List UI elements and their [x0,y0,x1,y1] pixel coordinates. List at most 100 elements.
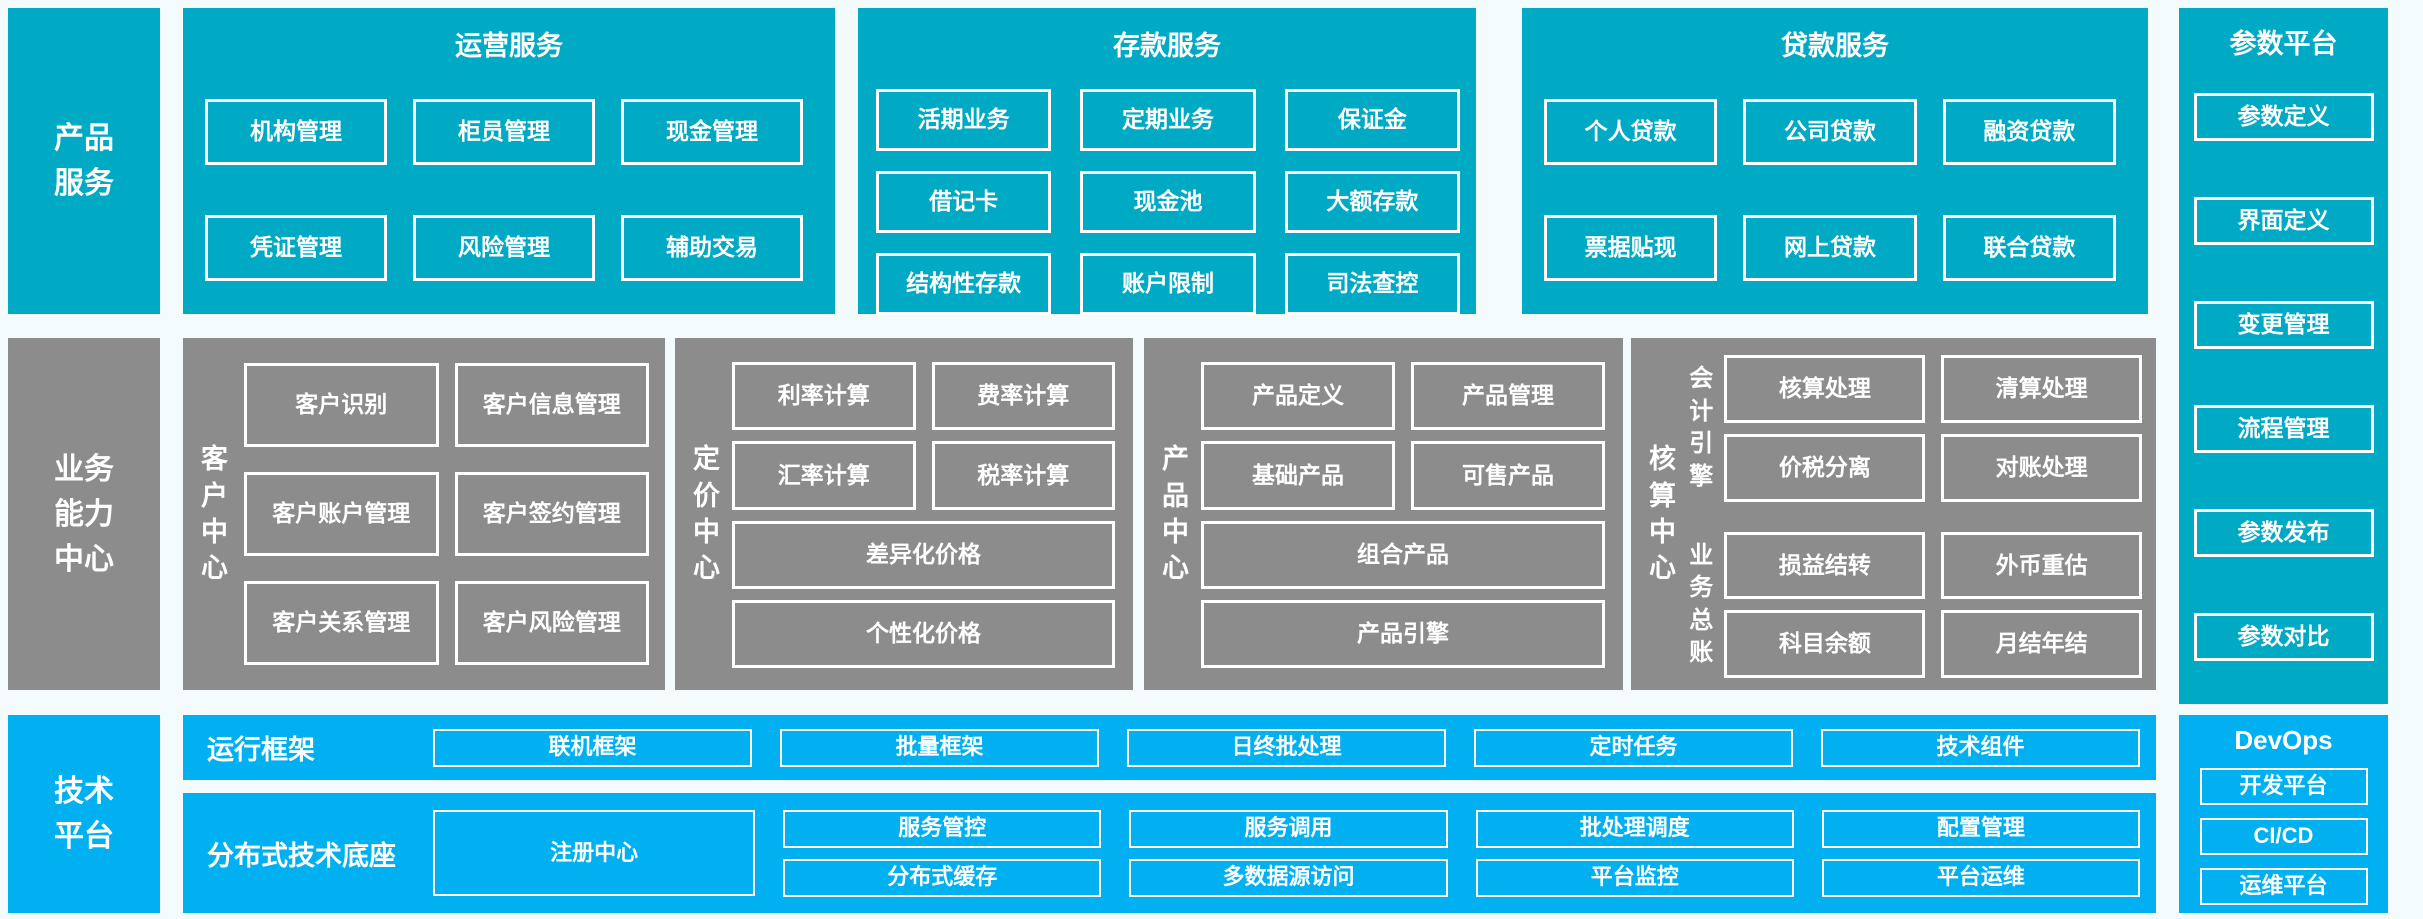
diagram-box-change-mgmt: 变更管理 [2193,301,2374,349]
diagram-box-personal-loan: 个人贷款 [1544,99,1718,165]
diagram-box-exchange-calc: 汇率计算 [732,441,916,510]
diagram-box-risk-mgmt: 风险管理 [413,215,595,281]
diagram-box-product-engine: 产品引擎 [1201,599,1605,668]
parameter-platform-stack: 参数定义 界面定义 变更管理 流程管理 参数发布 参数对比 [2179,93,2388,661]
diagram-box-distributed-cache: 分布式缓存 [783,858,1102,897]
distributed-column-3: 批处理调度 平台监控 [1475,809,1794,897]
diagram-box-bill-discount: 票据贴现 [1544,215,1718,281]
pricing-center-grid: 利率计算 费率计算 汇率计算 税率计算 差异化价格 个性化价格 [732,362,1115,668]
runtime-framework-items: 联机框架 批量框架 日终批处理 定时任务 技术组件 [433,728,2140,767]
accounting-engine-grid: 核算处理 清算处理 价税分离 对账处理 [1724,355,2142,502]
diagram-box-teller-mgmt: 柜员管理 [413,99,595,165]
distributed-column-1: 服务管控 分布式缓存 [783,809,1102,897]
diagram-box-customer-account-mgmt: 客户账户管理 [244,472,439,556]
diagram-box-product-definition: 产品定义 [1201,362,1396,431]
diagram-box-cash-mgmt: 现金管理 [621,99,803,165]
panel-accounting-center: 核算中心 会计引擎 核算处理 清算处理 价税分离 对账处理 业务总账 损益结转 … [1631,338,2156,690]
diagram-box-accounting-processing: 核算处理 [1724,355,1926,423]
diagram-box-scheduled-task: 定时任务 [1474,728,1793,767]
panel-runtime-framework: 运行框架 联机框架 批量框架 日终批处理 定时任务 技术组件 [183,715,2156,780]
diagram-box-multi-datasource-access: 多数据源访问 [1129,858,1448,897]
diagram-box-subject-balance: 科目余额 [1724,610,1926,678]
diagram-box-sellable-product: 可售产品 [1411,441,1605,510]
diagram-box-price-tax-separation: 价税分离 [1724,433,1926,502]
diagram-box-institution-mgmt: 机构管理 [205,99,387,165]
panel-operations-services: 运营服务 机构管理 柜员管理 现金管理 凭证管理 风险管理 辅助交易 [183,8,835,314]
diagram-box-time-deposit: 定期业务 [1080,89,1256,151]
diagram-box-pnl-carryover: 损益结转 [1724,531,1926,600]
accounting-engine-group: 会计引擎 核算处理 清算处理 价税分离 对账处理 [1678,355,2142,502]
diagram-box-param-release: 参数发布 [2193,509,2374,557]
deposit-grid: 活期业务 定期业务 保证金 借记卡 现金池 大额存款 结构性存款 账户限制 司法… [876,89,1460,315]
loan-title: 贷款服务 [1781,31,1889,61]
diagram-box-online-loan: 网上贷款 [1743,215,1917,281]
business-ledger-label: 业务总账 [1689,541,1714,667]
distributed-column-4: 配置管理 平台运维 [1821,809,2141,897]
customer-center-grid: 客户识别 客户信息管理 客户账户管理 客户签约管理 客户关系管理 客户风险管理 [244,363,649,665]
diagram-box-voucher-mgmt: 凭证管理 [205,215,387,281]
diagram-box-cash-pool: 现金池 [1080,171,1256,233]
rail-tech-platform-label: 技术平台 [54,775,114,853]
diagram-box-process-mgmt: 流程管理 [2193,405,2374,453]
diagram-box-dev-platform: 开发平台 [2199,768,2368,805]
diagram-box-month-year-end: 月结年结 [1941,610,2142,678]
diagram-box-tax-calc: 税率计算 [931,441,1115,510]
devops-stack: 开发平台 CI/CD 运维平台 [2179,768,2388,905]
diagram-box-batch-framework: 批量框架 [780,728,1099,767]
business-ledger-group: 业务总账 损益结转 外币重估 科目余额 月结年结 [1678,531,2142,678]
devops-title: DevOps [2234,725,2333,755]
diagram-box-ui-definition: 界面定义 [2193,197,2374,245]
panel-deposit-services: 存款服务 活期业务 定期业务 保证金 借记卡 现金池 大额存款 结构性存款 账户… [858,8,1476,315]
diagram-box-interest-calc: 利率计算 [732,362,916,431]
rail-product-services-label: 产品服务 [54,122,114,200]
diagram-box-base-product: 基础产品 [1201,441,1396,510]
diagram-box-platform-monitoring: 平台监控 [1475,858,1794,897]
panel-customer-center: 客户中心 客户识别 客户信息管理 客户账户管理 客户签约管理 客户关系管理 客户… [183,338,665,690]
diagram-box-service-governance: 服务管控 [783,809,1102,848]
pricing-center-label: 定价中心 [693,444,721,584]
distributed-tech-base-label: 分布式技术底座 [207,840,396,871]
diagram-box-account-restriction: 账户限制 [1080,253,1256,315]
diagram-box-judicial-control: 司法查控 [1284,253,1460,315]
diagram-box-fx-revaluation: 外币重估 [1941,531,2142,600]
rail-product-services: 产品服务 [8,8,160,314]
runtime-framework-label: 运行框架 [207,735,315,765]
accounting-center-groups: 会计引擎 核算处理 清算处理 价税分离 对账处理 业务总账 损益结转 外币重估 … [1678,338,2156,690]
diagram-box-combined-product: 组合产品 [1201,520,1605,589]
diagram-box-param-definition: 参数定义 [2193,93,2374,141]
operations-title: 运营服务 [455,31,563,61]
panel-distributed-tech-base: 分布式技术底座 注册中心 服务管控 分布式缓存 服务调用 多数据源访问 批处理调… [183,793,2156,913]
customer-center-label: 客户中心 [201,444,229,584]
accounting-center-label: 核算中心 [1649,444,1677,584]
rail-tech-platform: 技术平台 [8,715,160,913]
diagram-box-debit-card: 借记卡 [876,171,1052,233]
diagram-box-differentiated-pricing: 差异化价格 [732,520,1115,589]
diagram-box-customer-info-mgmt: 客户信息管理 [454,363,649,447]
diagram-box-ci-cd: CI/CD [2199,818,2368,855]
diagram-box-auxiliary-trade: 辅助交易 [621,215,803,281]
business-ledger-grid: 损益结转 外币重估 科目余额 月结年结 [1724,531,2142,678]
product-center-label: 产品中心 [1162,444,1190,584]
diagram-box-tech-components: 技术组件 [1821,728,2140,767]
diagram-box-customer-contract-mgmt: 客户签约管理 [454,472,649,556]
diagram-box-financing-loan: 融资贷款 [1942,99,2116,165]
diagram-box-large-deposit: 大额存款 [1284,171,1460,233]
diagram-box-margin: 保证金 [1284,89,1460,151]
product-center-grid: 产品定义 产品管理 基础产品 可售产品 组合产品 产品引擎 [1201,362,1605,668]
deposit-title: 存款服务 [1113,31,1221,61]
diagram-box-personalized-pricing: 个性化价格 [732,599,1115,668]
diagram-box-param-compare: 参数对比 [2193,613,2374,661]
diagram-box-config-mgmt: 配置管理 [1821,809,2141,848]
diagram-box-platform-ops: 平台运维 [1821,858,2141,897]
diagram-box-customer-identification: 客户识别 [244,363,439,447]
diagram-box-service-invocation: 服务调用 [1129,809,1448,848]
diagram-box-demand-deposit: 活期业务 [876,89,1052,151]
loan-grid: 个人贷款 公司贷款 融资贷款 票据贴现 网上贷款 联合贷款 [1544,99,2116,281]
diagram-box-structured-deposit: 结构性存款 [876,253,1052,315]
diagram-box-customer-relation-mgmt: 客户关系管理 [244,581,439,665]
diagram-box-batch-scheduling: 批处理调度 [1475,809,1794,848]
diagram-box-fee-calc: 费率计算 [931,362,1115,431]
panel-pricing-center: 定价中心 利率计算 费率计算 汇率计算 税率计算 差异化价格 个性化价格 [675,338,1133,690]
panel-product-center: 产品中心 产品定义 产品管理 基础产品 可售产品 组合产品 产品引擎 [1144,338,1623,690]
